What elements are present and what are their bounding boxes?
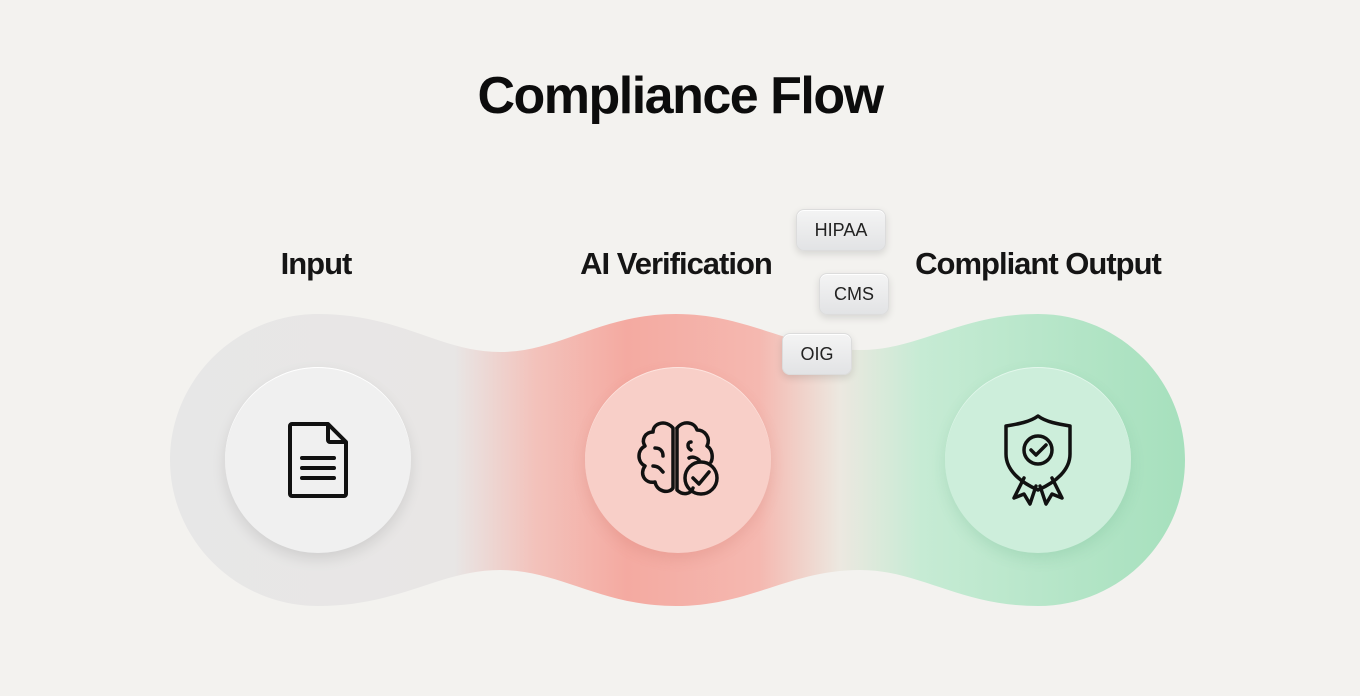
input-node (225, 367, 411, 553)
stage-label-ai-verification: AI Verification (580, 246, 773, 281)
tag-hipaa: HIPAA (796, 209, 886, 251)
compliant-output-node (945, 367, 1131, 553)
stage-label-compliant-output: Compliant Output (915, 246, 1162, 281)
page-title: Compliance Flow (477, 67, 884, 125)
document-icon (288, 422, 348, 498)
tag-oig: OIG (782, 333, 852, 375)
stage-label-input: Input (280, 246, 353, 281)
tag-cms: CMS (819, 273, 889, 315)
brain-check-icon (637, 421, 719, 496)
ai-verification-node (585, 367, 771, 553)
shield-award-check-icon (1004, 414, 1072, 506)
